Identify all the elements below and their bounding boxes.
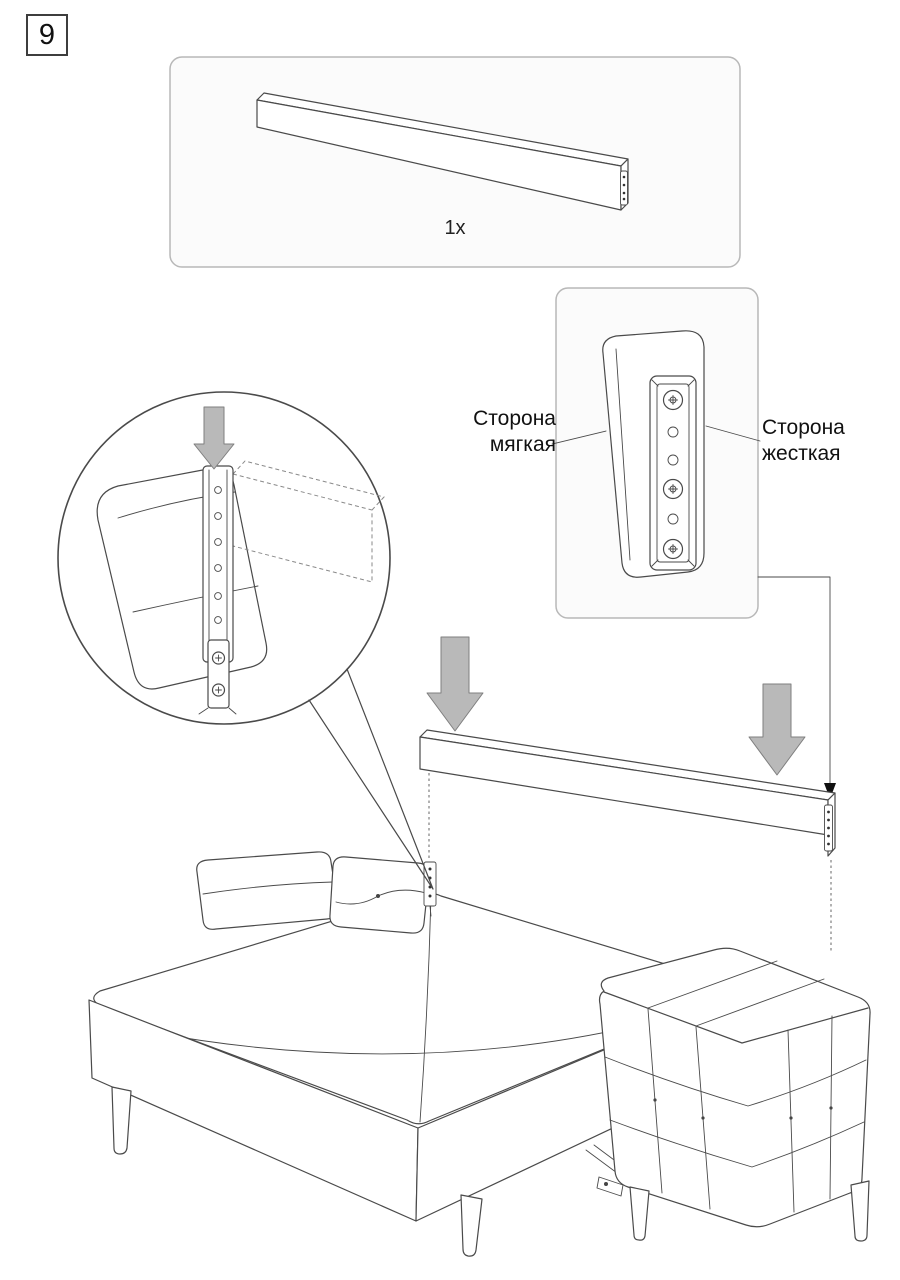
alignment-dashed-lines xyxy=(428,773,832,951)
mounting-bracket-closeup xyxy=(198,465,237,715)
mounting-bracket xyxy=(649,375,697,571)
magnifier-down-arrow-icon xyxy=(193,406,235,470)
bracket-hole xyxy=(667,454,679,466)
hard-side-leader-line xyxy=(705,425,761,442)
back-board-illustration xyxy=(419,729,836,857)
connector-line xyxy=(757,576,836,799)
step-number-box: 9 xyxy=(26,14,68,56)
screw-icon xyxy=(662,538,684,560)
screw-icon xyxy=(662,478,684,500)
parts-panel xyxy=(169,56,741,268)
center-down-arrow-icon xyxy=(426,636,484,732)
board-dashed-outline xyxy=(232,460,385,583)
detail-inset xyxy=(551,287,761,619)
screw-icon xyxy=(662,389,684,411)
quantity-label: 1x xyxy=(444,217,466,239)
board-end-bracket xyxy=(620,170,628,206)
position-pointer-arrow-icon xyxy=(824,783,836,799)
board-part-illustration xyxy=(256,92,629,211)
right-armrest xyxy=(598,947,871,1228)
right-down-arrow-icon xyxy=(748,683,806,776)
magnifier-detail xyxy=(57,391,391,725)
bracket-hole xyxy=(667,426,679,438)
hard-side-label: Сторона жесткая xyxy=(762,416,845,465)
bracket-hole xyxy=(667,513,679,525)
sofa-legs xyxy=(111,1086,870,1257)
board-end-closeup xyxy=(602,330,705,578)
soft-side-label: Сторона мягкая xyxy=(473,407,556,456)
magnifier-pointer-tail xyxy=(308,668,434,890)
back-cushions xyxy=(196,851,430,934)
sofa-illustration xyxy=(88,851,871,1257)
soft-side-leader-line xyxy=(551,430,607,445)
step-number: 9 xyxy=(38,18,56,51)
